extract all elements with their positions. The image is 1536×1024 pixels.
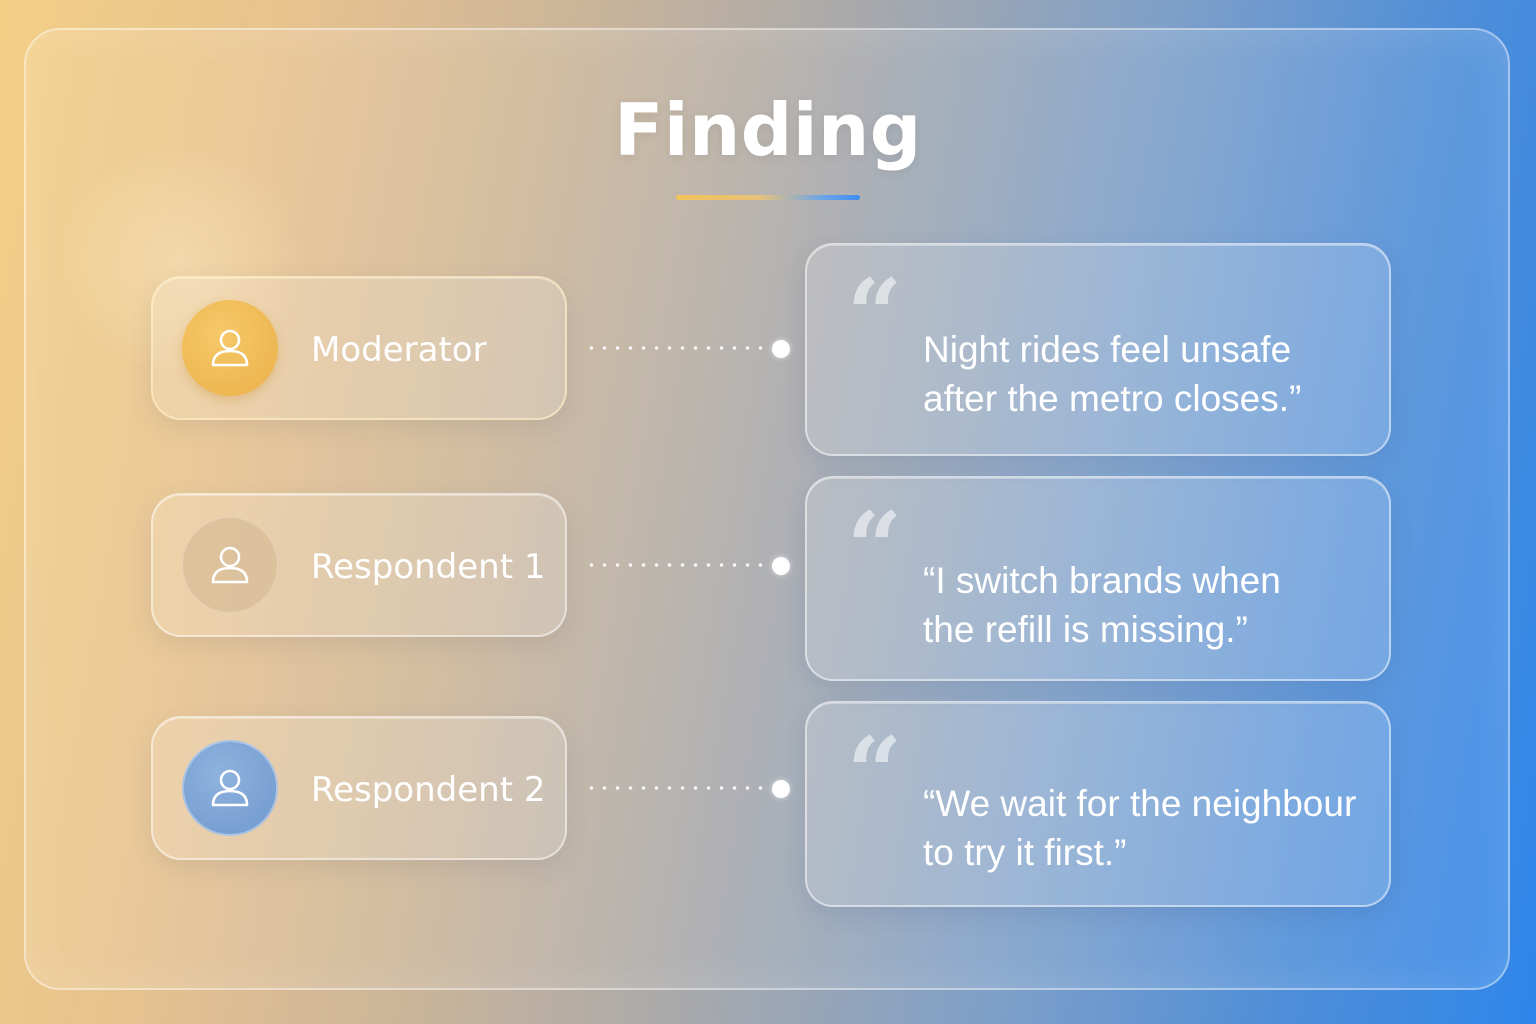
connector-node — [772, 557, 790, 575]
dotted-connector — [585, 346, 765, 350]
quote-line: to try it first.” — [923, 832, 1127, 873]
quote-line: after the metro closes.” — [923, 378, 1302, 419]
speaker-label: Moderator — [311, 330, 487, 370]
connector-node — [772, 340, 790, 358]
quote-line: “I switch brands when — [923, 560, 1281, 601]
speaker-card-moderator[interactable]: Moderator — [151, 276, 567, 420]
quote-card-2[interactable]: “ “I switch brands when the refill is mi… — [805, 476, 1391, 681]
avatar — [182, 300, 278, 396]
quote-line: Night rides feel unsafe — [923, 329, 1292, 370]
quote-card-1[interactable]: “ Night rides feel unsafe after the metr… — [805, 243, 1391, 456]
speaker-card-respondent-2[interactable]: Respondent 2 — [151, 716, 567, 860]
user-icon — [211, 769, 249, 807]
quote-icon: “ — [847, 258, 903, 371]
quote-icon: “ — [847, 491, 903, 604]
speaker-card-respondent-1[interactable]: Respondent 1 — [151, 493, 567, 637]
quote-text: “I switch brands when the refill is miss… — [923, 556, 1365, 654]
dotted-connector — [585, 786, 765, 790]
title-underline — [676, 195, 860, 200]
quote-text: Night rides feel unsafe after the metro … — [923, 325, 1365, 423]
avatar — [182, 740, 278, 836]
user-icon — [211, 329, 249, 367]
user-icon — [211, 546, 249, 584]
quote-line: the refill is missing.” — [923, 609, 1248, 650]
speaker-label: Respondent 2 — [311, 770, 546, 810]
speaker-label: Respondent 1 — [311, 547, 546, 587]
quote-card-3[interactable]: “ “We wait for the neighbour to try it f… — [805, 701, 1391, 907]
quote-line: “We wait for the neighbour — [923, 783, 1357, 824]
finding-panel — [24, 28, 1510, 990]
connector-node — [772, 780, 790, 798]
dotted-connector — [585, 563, 765, 567]
page-title: Finding — [614, 88, 922, 172]
avatar — [182, 517, 278, 613]
quote-text: “We wait for the neighbour to try it fir… — [923, 779, 1365, 877]
quote-icon: “ — [847, 716, 903, 829]
